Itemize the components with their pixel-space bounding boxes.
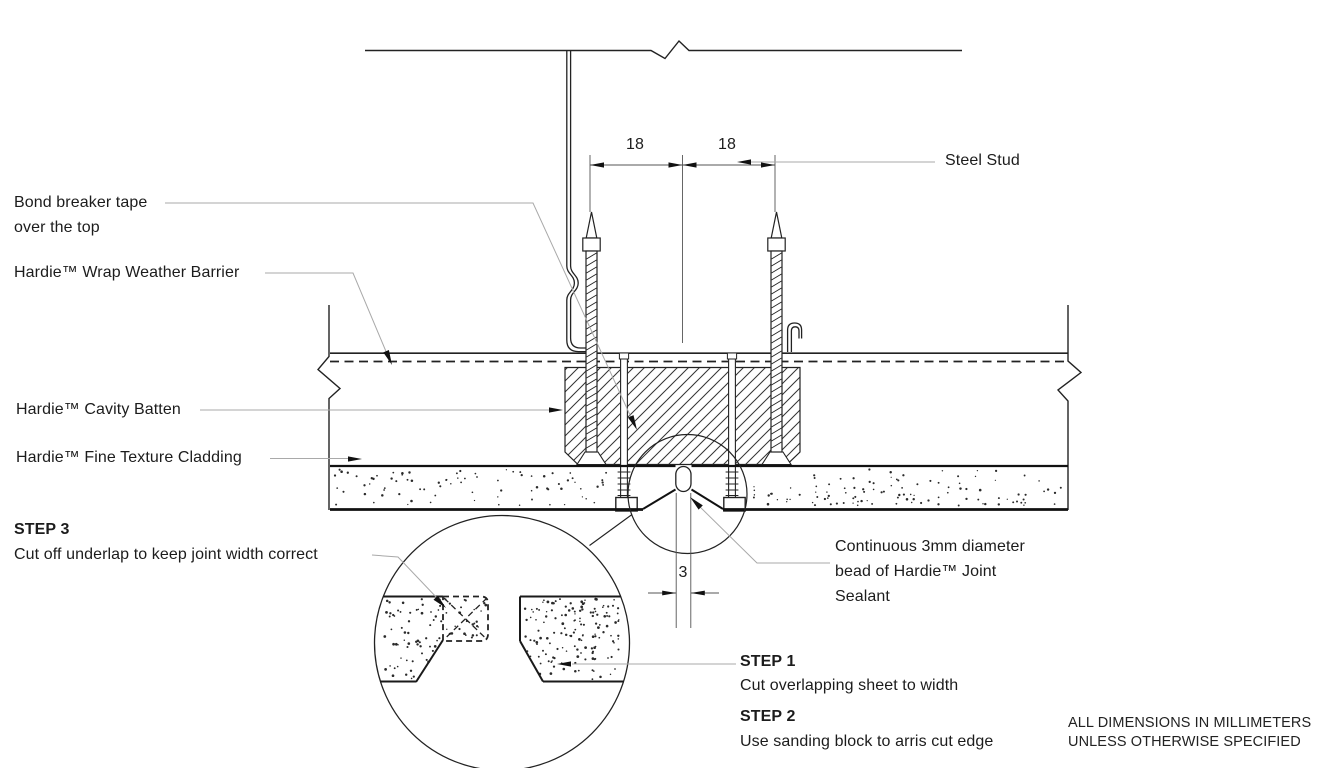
general-note-line2: UNLESS OTHERWISE SPECIFIED [1068,734,1301,751]
leader-lines [165,161,935,665]
cladding-texture [333,468,1062,507]
callout-sealant-line3: Sealant [835,588,890,606]
step2-text: Use sanding block to arris cut edge [740,733,994,751]
callout-cladding: Hardie™ Fine Texture Cladding [16,449,242,467]
callout-cavity-batten: Hardie™ Cavity Batten [16,401,181,419]
leader-wrap-barrier [265,272,391,362]
screw-shank [770,250,783,453]
dimensions [589,155,776,628]
callout-sealant-line1: Continuous 3mm diameter [835,538,1025,556]
screw-tip [585,211,598,239]
step3-title: STEP 3 [14,521,70,539]
leader-step3 [371,554,439,600]
wall-break-edges [317,305,1083,510]
screw-collar [582,237,601,252]
steel-stud-section [330,39,1068,363]
cladding-fastener-right [723,352,746,512]
screw-left [582,211,601,453]
leader-arrowheads [348,159,751,667]
general-note-line1: ALL DIMENSIONS IN MILLIMETERS [1068,715,1312,732]
cladding-fastener-left [615,352,638,512]
overlap-sheet [519,595,624,683]
joint-chamfer-right [690,488,724,510]
screw-tip [770,211,783,239]
cavity-batten-section [564,366,801,466]
detail-circle-small [627,433,748,555]
magnified-joint-detail [373,514,631,768]
step1-title: STEP 1 [740,653,796,671]
underlap-sheet [380,595,444,683]
callout-wrap-barrier: Hardie™ Wrap Weather Barrier [14,264,240,282]
step3-text: Cut off underlap to keep joint width cor… [14,546,318,564]
fixing-screws [575,211,793,512]
screw-shank [585,250,598,453]
fastener-head [615,496,638,512]
leader-bond-breaker [165,202,636,427]
leader-sealant [693,500,830,564]
stud-lip-inner [790,326,800,352]
right-break-edge [1056,305,1083,510]
step1-text: Cut overlapping sheet to width [740,677,959,695]
detail-circle-large [373,514,631,768]
callout-bond-breaker-line2: over the top [14,219,100,237]
stud-lip-outer [786,322,803,352]
screw-collar [767,237,786,252]
dim-3-joint: 3 [678,564,688,582]
callout-sealant-line2: bead of Hardie™ Joint [835,563,997,581]
fastener-head [723,496,746,512]
joint-sealant-bead [675,465,692,493]
left-break-edge [317,305,342,510]
cutoff-piece-dashed [442,595,489,642]
step2-title: STEP 2 [740,708,796,726]
callout-steel-stud: Steel Stud [945,152,1020,170]
stud-web-line-left [566,50,589,353]
cladding-section [330,464,1068,511]
dimension-arrowheads [590,162,775,596]
detail-connector-line [589,514,633,546]
joint-chamfer-left [642,488,677,510]
dim-18-left: 18 [626,136,644,154]
screw-right [767,211,786,453]
callout-bond-breaker-line1: Bond breaker tape [14,194,148,212]
dim-18-right: 18 [718,136,736,154]
detail-reference [589,433,748,555]
stud-far-flange-line [365,39,962,60]
